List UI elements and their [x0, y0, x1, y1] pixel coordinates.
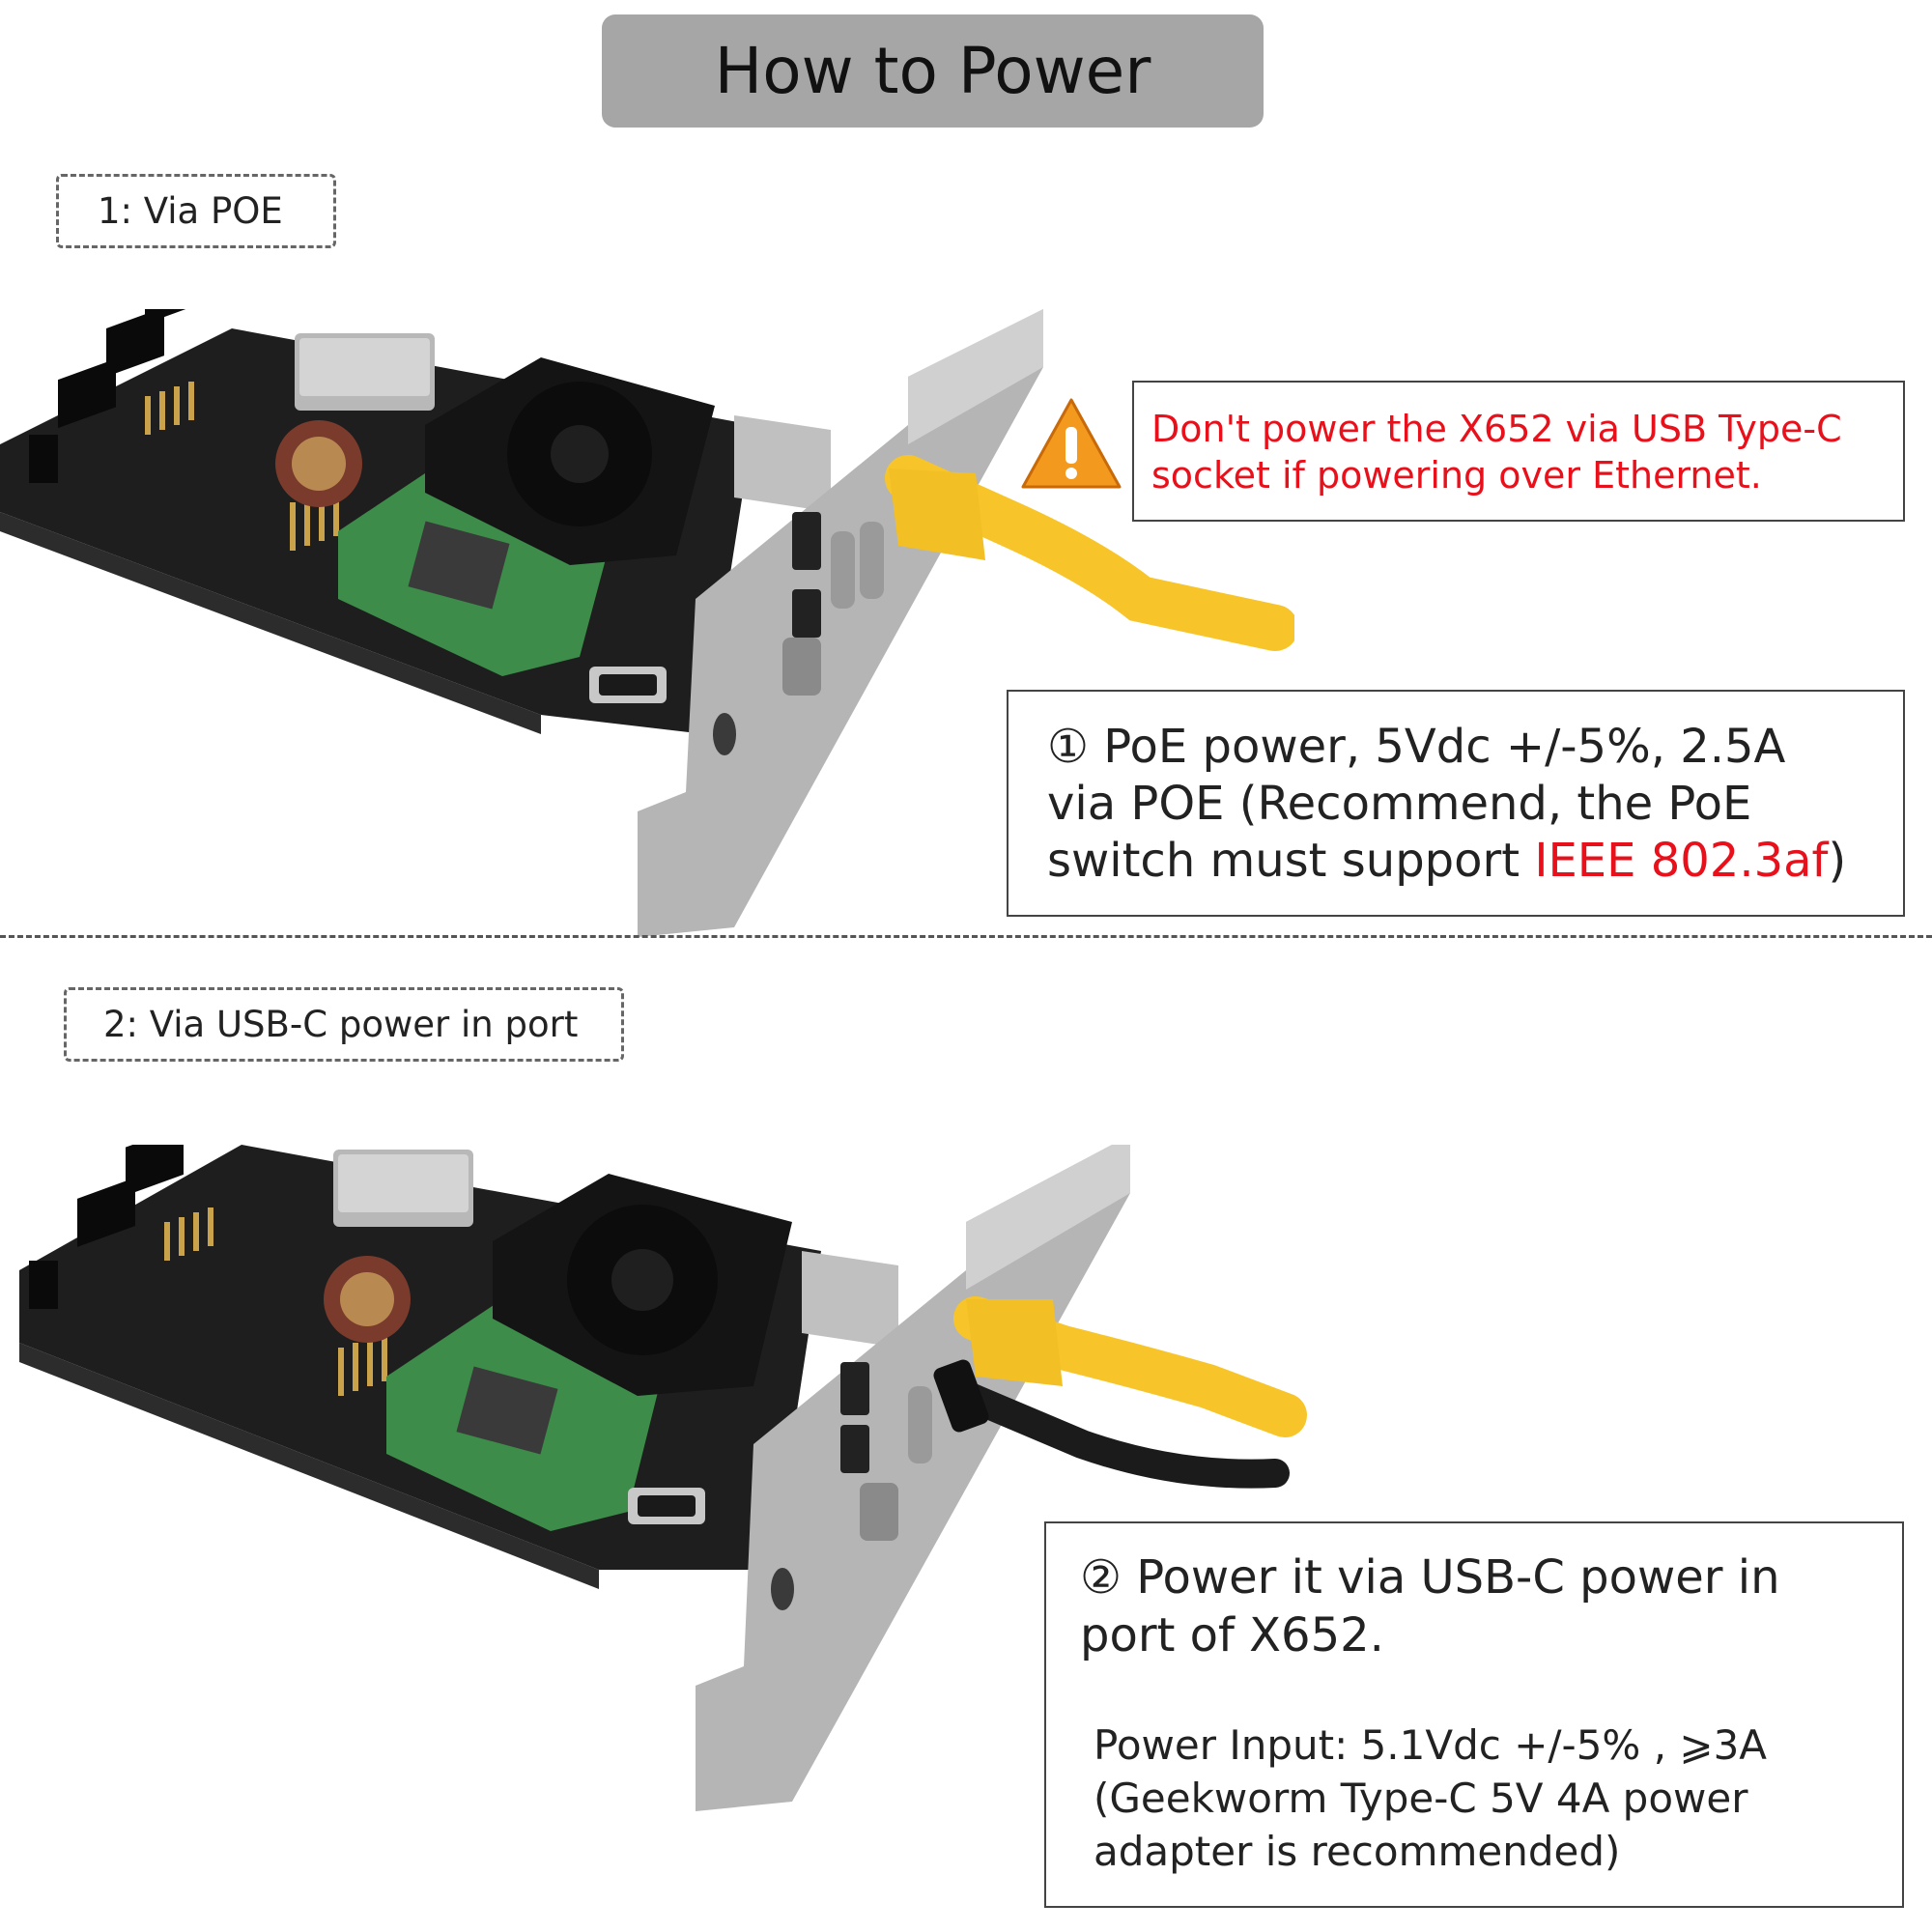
usbc-spec-line-3: adapter is recommended)	[1094, 1828, 1621, 1875]
usbc-spec-line-1: Power Input: 5.1Vdc +/-5% , ⩾3A	[1094, 1721, 1768, 1769]
pcie-bracket	[638, 309, 1043, 937]
board-photo-poe	[0, 309, 1294, 937]
usbc-note-line-2: port of X652.	[1080, 1608, 1384, 1662]
board-photo-usbc	[19, 1145, 1307, 1811]
poe-note-line-3: switch must support IEEE 802.3af)	[1047, 833, 1903, 890]
poe-note-line-3-prefix: switch must support	[1047, 834, 1535, 888]
section-divider	[0, 935, 1932, 938]
poe-power-note: ① PoE power, 5Vdc +/-5%, 2.5A via POE (R…	[1007, 690, 1905, 917]
ethernet-jack	[802, 1251, 898, 1348]
poe-note-line-2: via POE (Recommend, the PoE	[1047, 777, 1752, 831]
warning-line-2: socket if powering over Ethernet.	[1151, 454, 1762, 497]
poe-warning-box: Don't power the X652 via USB Type-C sock…	[1132, 381, 1905, 522]
ethernet-cable	[953, 1296, 1307, 1437]
poe-note-line-3-suffix: )	[1828, 834, 1847, 888]
usbc-spec-line-2: (Geekworm Type-C 5V 4A power	[1094, 1775, 1748, 1822]
page-title: How to Power	[602, 14, 1264, 128]
section-label-poe: 1: Via POE	[56, 174, 336, 248]
section-label-usbc: 2: Via USB-C power in port	[64, 987, 624, 1062]
warning-triangle-icon	[1021, 398, 1122, 489]
usb-c-cable	[942, 1377, 1290, 1489]
ethernet-jack	[734, 415, 831, 512]
warning-line-1: Don't power the X652 via USB Type-C	[1151, 408, 1842, 450]
ethernet-cable	[885, 455, 1294, 651]
usbc-power-note: ② Power it via USB-C power in port of X6…	[1044, 1521, 1904, 1908]
usbc-note-line-1: ② Power it via USB-C power in	[1080, 1550, 1780, 1605]
usbc-power-spec: Power Input: 5.1Vdc +/-5% , ⩾3A (Geekwor…	[1094, 1719, 1902, 1878]
poe-note-line-1: ① PoE power, 5Vdc +/-5%, 2.5A	[1047, 720, 1786, 774]
ieee-standard-highlight: IEEE 802.3af	[1534, 834, 1829, 888]
